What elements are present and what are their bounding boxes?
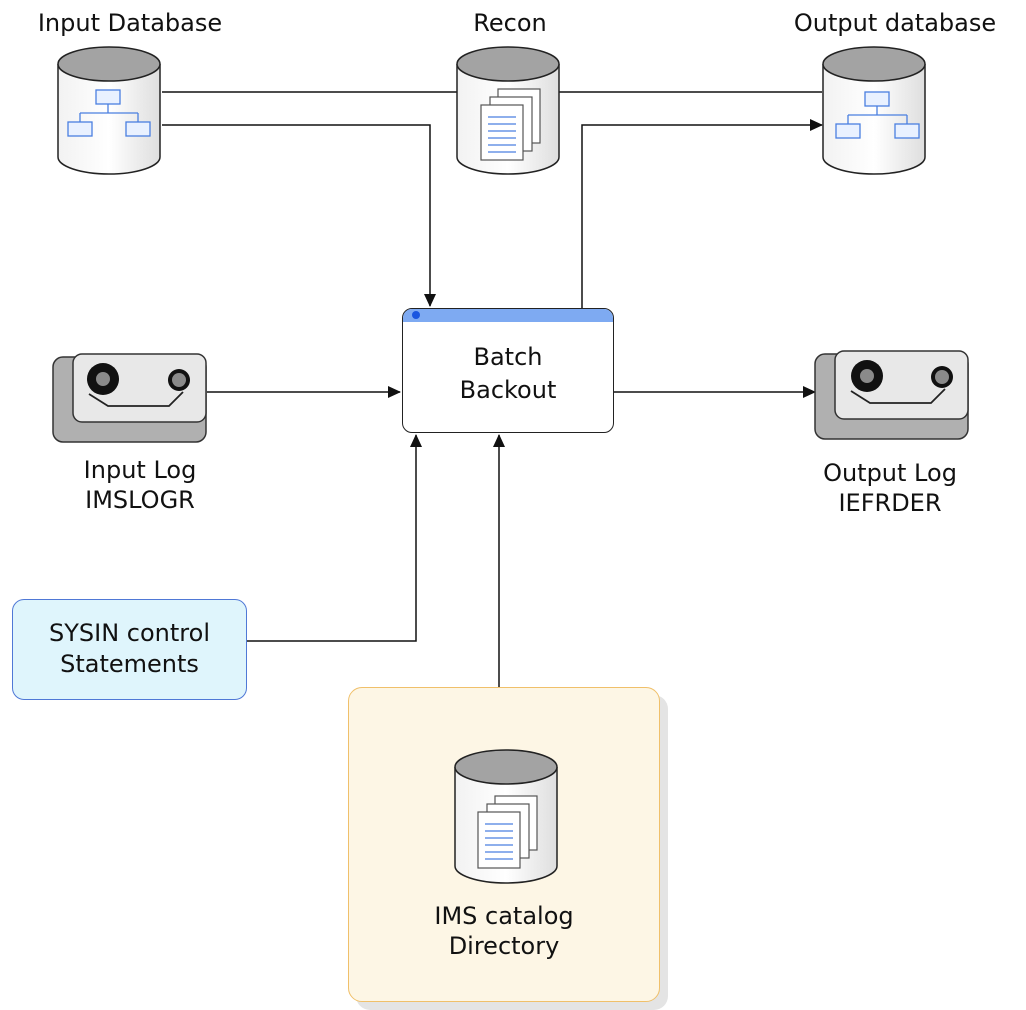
input-log-line1: Input Log: [83, 456, 197, 484]
output-log-line2: IEFRDER: [838, 489, 942, 517]
process-title-bar: [403, 309, 613, 322]
connector-sysin-to-backout: [247, 434, 422, 642]
output-database-label: Output database: [793, 9, 997, 37]
batch-backout-line2: Backout: [459, 376, 557, 404]
sysin-line1: SYSIN control: [49, 619, 210, 647]
input-database-icon: [57, 46, 161, 175]
ims-catalog-label: IMS catalog Directory: [349, 901, 659, 961]
batch-backout-process: Batch Backout: [402, 308, 614, 433]
batch-backout-line1: Batch: [473, 343, 543, 371]
recon-icon: [456, 46, 560, 175]
output-log-tape-icon: [814, 350, 969, 440]
input-log-label: Input Log IMSLOGR: [40, 455, 240, 515]
ims-catalog-box: IMS catalog Directory: [348, 687, 660, 1002]
input-database-label: Input Database: [37, 9, 223, 37]
batch-backout-label: Batch Backout: [403, 341, 613, 407]
output-log-line1: Output Log: [823, 459, 957, 487]
recon-label: Recon: [473, 9, 547, 37]
sysin-control-box: SYSIN control Statements: [12, 599, 247, 700]
output-database-icon: [822, 46, 926, 175]
ims-catalog-line1: IMS catalog: [434, 902, 574, 930]
connector-backout-to-output-db: [581, 119, 823, 308]
input-log-tape-icon: [52, 353, 207, 443]
sysin-line2: Statements: [60, 650, 199, 678]
process-status-dot: [412, 311, 420, 319]
input-log-line2: IMSLOGR: [85, 486, 195, 514]
output-log-label: Output Log IEFRDER: [790, 458, 990, 518]
connector-input-db-to-backout: [162, 124, 436, 307]
ims-catalog-icon: [453, 748, 558, 884]
ims-catalog-line2: Directory: [448, 932, 560, 960]
